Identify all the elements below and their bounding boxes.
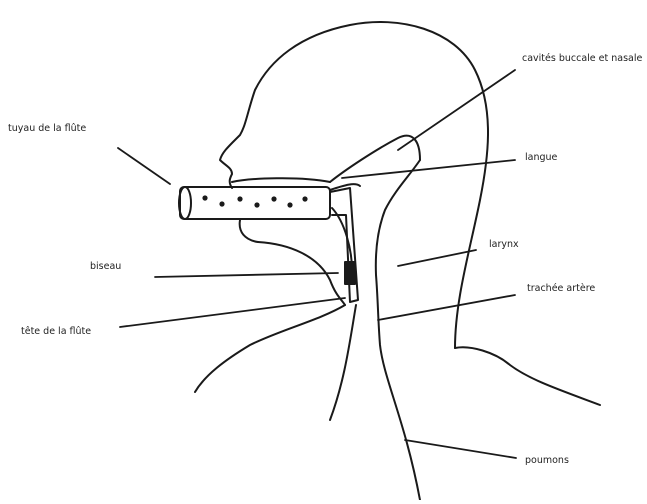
leader-trachee bbox=[378, 295, 515, 320]
label-cavites: cavités buccale et nasale bbox=[522, 53, 642, 64]
label-larynx: larynx bbox=[489, 239, 519, 250]
leader-poumons bbox=[405, 440, 516, 458]
flute-hole bbox=[202, 195, 207, 200]
upper-lip bbox=[232, 178, 330, 182]
label-biseau: biseau bbox=[90, 261, 121, 272]
biseau-block bbox=[345, 262, 355, 284]
back-neck-outline bbox=[455, 347, 600, 405]
trachea-front bbox=[330, 305, 356, 420]
label-tete: tête de la flûte bbox=[21, 326, 91, 337]
lower-jaw bbox=[240, 220, 258, 242]
flute-tube bbox=[180, 187, 330, 219]
front-neck-outline bbox=[195, 305, 345, 392]
leader-tuyau bbox=[118, 148, 170, 184]
label-poumons: poumons bbox=[525, 455, 569, 466]
airway-right bbox=[376, 160, 420, 500]
label-langue: langue bbox=[525, 152, 557, 163]
label-tuyau: tuyau de la flûte bbox=[8, 123, 86, 134]
flute-hole bbox=[302, 196, 307, 201]
flute-holes bbox=[202, 195, 307, 207]
flute-hole bbox=[219, 201, 224, 206]
leader-larynx bbox=[398, 250, 476, 266]
leader-biseau bbox=[155, 273, 338, 277]
flute-hole bbox=[271, 196, 276, 201]
flute-hole bbox=[287, 202, 292, 207]
leader-tete bbox=[120, 298, 345, 327]
leader-cavites bbox=[398, 70, 515, 150]
leader-langue bbox=[342, 160, 515, 178]
flute-hole bbox=[237, 196, 242, 201]
flute-hole bbox=[254, 202, 259, 207]
label-trachee: trachée artère bbox=[527, 283, 595, 294]
